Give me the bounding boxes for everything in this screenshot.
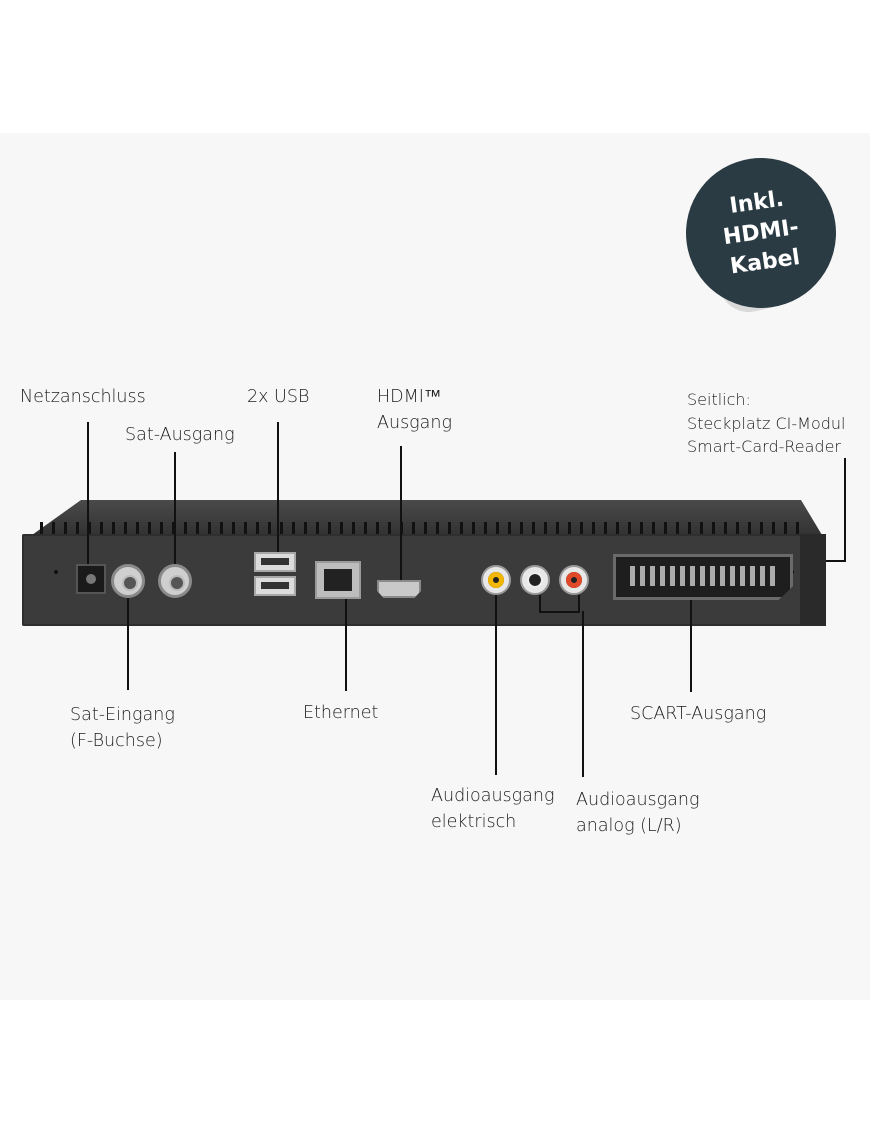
ethernet-port [315,561,361,599]
label-seitlich-line-2: Steckplatz CI-Modul [687,413,846,433]
line-audio-analog-bracket [539,611,580,613]
label-sat-ausgang: Sat-Ausgang [125,425,235,445]
usb-port-bottom [254,576,296,596]
label-audio-elektrisch-line-1: Audioausgang [431,786,555,806]
scart-port [613,554,793,600]
receiver-side [800,534,826,626]
label-sat-eingang-line-1: Sat-Eingang [70,705,175,725]
screw-hole-left [54,570,58,574]
sat-output-connector [158,564,192,598]
label-audio-elektrisch: Audioausgang elektrisch [431,783,555,835]
line-ethernet [345,599,347,691]
label-hdmi-line-1: HDMI™ [377,387,442,407]
line-netzanschluss [87,422,89,564]
label-hdmi: HDMI™ Ausgang [377,384,452,436]
line-audio-left-stub [539,595,541,613]
line-sat-ausgang [174,452,176,564]
rca-audio-right [559,565,589,595]
label-seitlich-line-1: Seitlich: [687,390,751,409]
line-hdmi [400,446,402,580]
label-audio-elektrisch-line-2: elektrisch [431,812,517,832]
badge-text: Inkl. HDMI- Kabel [717,183,805,283]
line-seitlich-vertical [844,458,846,562]
hdmi-port [377,580,421,598]
label-audio-analog: Audioausgang analog (L/R) [576,787,700,839]
vent-slots [40,522,800,534]
sat-input-connector [111,564,145,598]
line-audio-analog [582,611,584,777]
line-audio-elektrisch [495,595,497,775]
line-seitlich-horizontal [826,560,846,562]
label-audio-analog-line-1: Audioausgang [576,790,700,810]
label-audio-analog-line-2: analog (L/R) [576,816,682,836]
label-ethernet: Ethernet [303,703,379,723]
label-usb: 2x USB [247,387,310,407]
line-scart [690,600,692,692]
label-seitlich-line-3: Smart-Card-Reader [687,437,841,456]
label-hdmi-line-2: Ausgang [377,413,452,433]
usb-port-top [254,552,296,572]
label-sat-eingang: Sat-Eingang (F-Buchse) [70,702,175,754]
rca-audio-left [520,565,550,595]
power-jack [76,564,106,594]
rca-digital-audio [481,565,511,595]
label-scart: SCART-Ausgang [630,704,767,724]
label-sat-eingang-line-2: (F-Buchse) [70,731,163,751]
line-audio-right-stub [578,595,580,613]
line-sat-eingang [127,598,129,690]
line-usb [277,422,279,552]
label-seitlich: Seitlich: Steckplatz CI-Modul Smart-Card… [687,388,846,459]
label-netzanschluss: Netzanschluss [20,387,146,407]
